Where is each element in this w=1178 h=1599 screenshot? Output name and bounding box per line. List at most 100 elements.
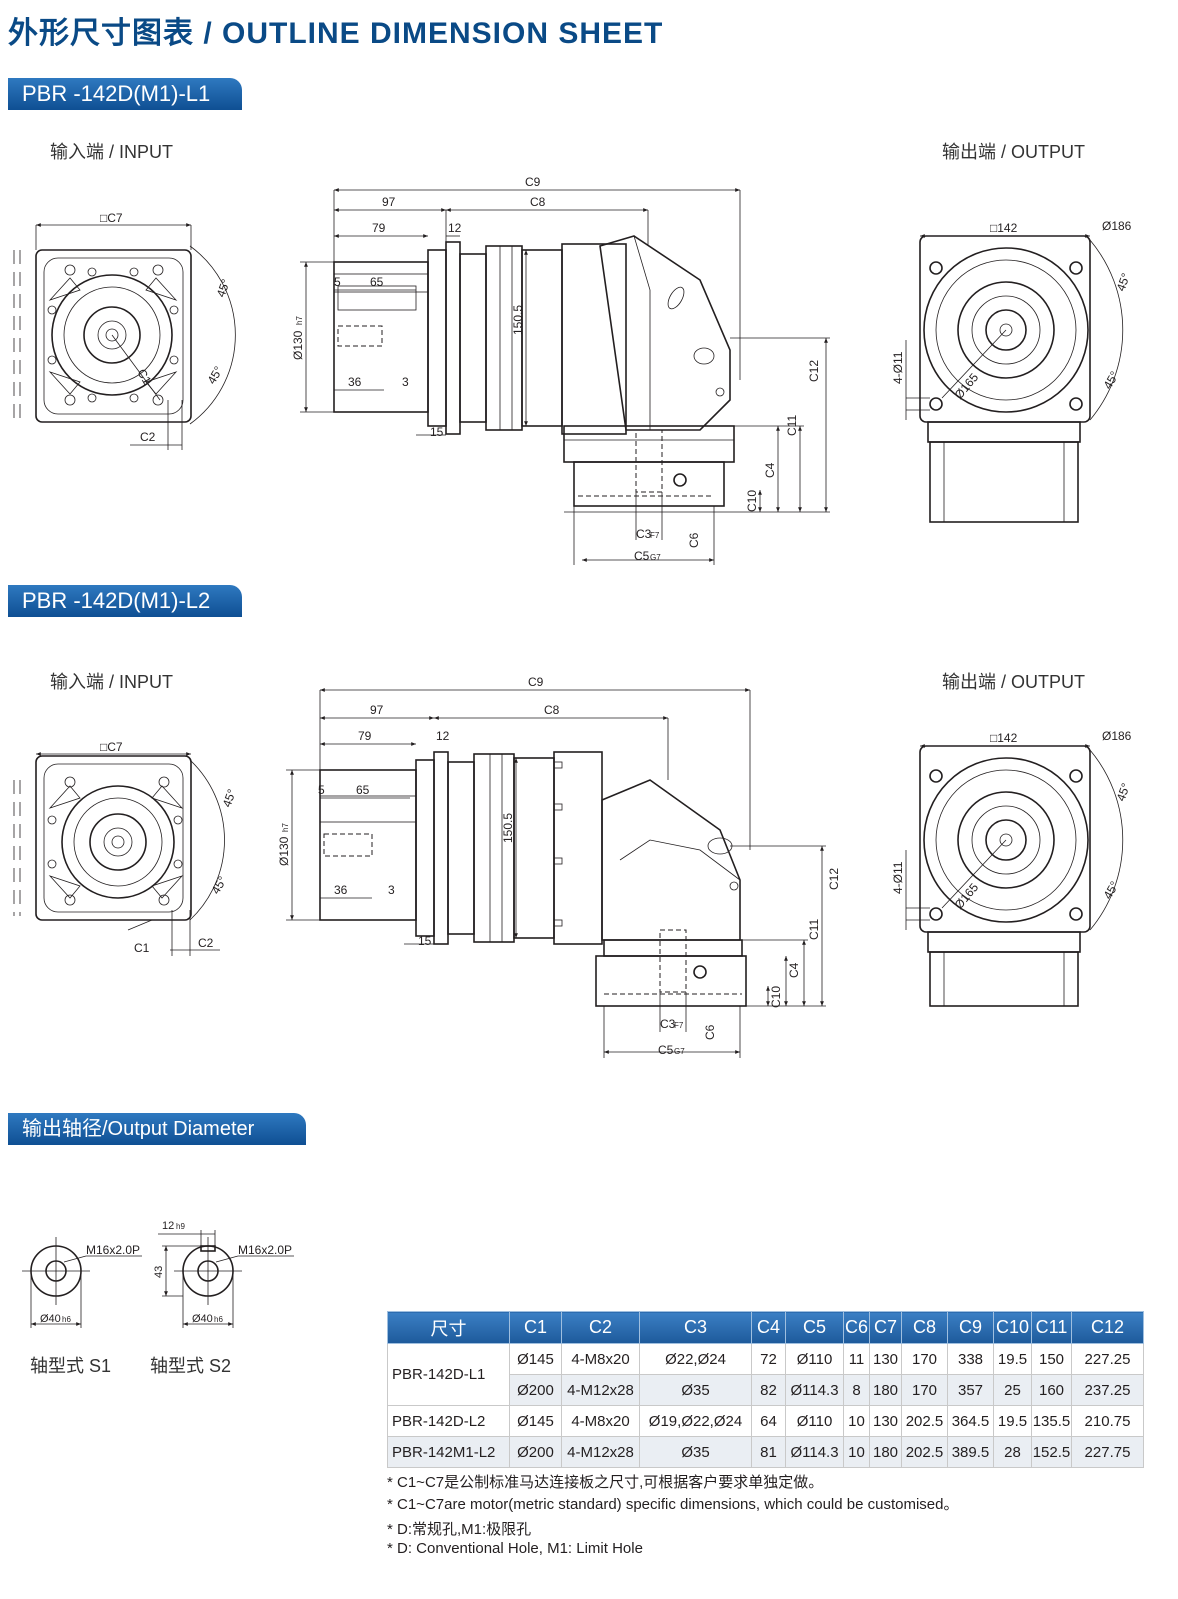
shaft-type-s2: M16x2.0P 12 h9 43 Ø40 h6 [153,1220,294,1328]
svg-text:C1: C1 [134,367,154,388]
svg-text:4-Ø11: 4-Ø11 [891,351,905,384]
table-cell: 4-M12x28 [561,1436,640,1468]
svg-text:C6: C6 [687,532,701,548]
table-cell: 11 [843,1343,870,1375]
svg-text:65: 65 [370,275,384,289]
svg-text:12: 12 [436,729,450,743]
note-line: * D:常规孔,M1:极限孔 [387,1521,532,1538]
table-cell: 10 [843,1405,870,1437]
table-header: C1 [509,1311,562,1344]
svg-text:Ø165: Ø165 [952,880,982,912]
page-title: 外形尺寸图表 / OUTLINE DIMENSION SHEET [8,17,664,50]
note-line: * D: Conventional Hole, M1: Limit Hole [387,1540,643,1557]
table-cell-model: PBR-142D-L1 [387,1343,510,1406]
svg-text:45°: 45° [220,787,239,809]
svg-text:C9: C9 [525,175,541,189]
svg-text:97: 97 [370,703,384,717]
svg-text:79: 79 [372,221,386,235]
svg-text:□C7: □C7 [100,740,123,754]
svg-text:Ø130: Ø130 [291,330,305,360]
table-cell: Ø200 [509,1374,562,1406]
table-row: PBR-142M1-L2 Ø200 4-M12x28 Ø35 81 Ø114.3… [387,1436,1144,1468]
output-caption-l2: 输出端 / OUTPUT [942,672,1085,692]
table-cell-model: PBR-142D-L2 [387,1405,510,1437]
table-cell: Ø114.3 [785,1436,844,1468]
svg-text:12: 12 [162,1220,174,1232]
svg-text:12: 12 [448,221,462,235]
table-header: C8 [901,1311,948,1344]
l2-input-view: □C7 45° 45° C1 C2 [13,740,239,956]
table-cell: 25 [993,1374,1032,1406]
svg-text:C4: C4 [787,962,801,978]
input-caption-l2: 输入端 / INPUT [50,672,174,692]
svg-text:5: 5 [334,275,341,289]
section-tab-l2: PBR -142D(M1)-L2 [8,585,242,617]
table-cell: 130 [869,1405,902,1437]
l1-output-view: □142 Ø186 45° 45° Ø165 4-Ø11 [891,219,1133,523]
svg-text:C11: C11 [807,919,821,940]
svg-text:36: 36 [348,375,362,389]
svg-text:45°: 45° [204,364,225,387]
table-cell: 364.5 [947,1405,994,1437]
svg-text:h6: h6 [62,1315,71,1324]
svg-text:C9: C9 [528,675,544,689]
svg-text:150.5: 150.5 [501,813,515,843]
table-cell: 4-M8x20 [561,1405,640,1437]
svg-text:Ø130: Ø130 [277,836,291,866]
table-cell: 4-M12x28 [561,1374,640,1406]
svg-text:15: 15 [418,934,432,948]
table-header: C4 [751,1311,786,1344]
svg-text:4-Ø11: 4-Ø11 [891,861,905,894]
svg-text:h7: h7 [281,823,290,832]
table-cell: 227.25 [1071,1343,1144,1375]
table-header: C10 [993,1311,1032,1344]
svg-text:C6: C6 [703,1024,717,1040]
table-cell: 28 [993,1436,1032,1468]
svg-text:3: 3 [402,375,409,389]
svg-text:C10: C10 [769,986,783,1008]
table-cell-model: PBR-142M1-L2 [387,1436,510,1468]
svg-text:h6: h6 [214,1315,223,1324]
table-cell: 202.5 [901,1405,948,1437]
table-cell: 227.75 [1071,1436,1144,1468]
table-header: C6 [843,1311,870,1344]
section-tab-shaft: 输出轴径/Output Diameter [8,1113,306,1145]
svg-text:M16x2.0P: M16x2.0P [86,1243,140,1257]
table-cell: 135.5 [1031,1405,1072,1437]
table-cell: 19.5 [993,1343,1032,1375]
svg-text:F7: F7 [650,531,660,540]
table-cell: 72 [751,1343,786,1375]
svg-text:15: 15 [430,425,444,439]
svg-text:45°: 45° [1114,781,1133,803]
svg-text:G7: G7 [674,1047,685,1056]
table-cell: Ø110 [785,1405,844,1437]
table-cell: 130 [869,1343,902,1375]
svg-text:□142: □142 [990,731,1018,745]
table-cell: 81 [751,1436,786,1468]
shaft-type-s1: M16x2.0P Ø40 h6 [22,1237,142,1328]
table-cell: 170 [901,1374,948,1406]
svg-text:C12: C12 [827,868,841,890]
svg-text:C4: C4 [763,462,777,478]
table-header: C11 [1031,1311,1072,1344]
table-cell: 210.75 [1071,1405,1144,1437]
shaft-s1-caption: 轴型式 S1 [30,1356,112,1376]
svg-text:C3: C3 [660,1017,676,1031]
table-header-row: 尺寸 C1 C2 C3 C4 C5 C6 C7 C8 C9 C10 C11 C1… [387,1311,1144,1344]
table-cell: 202.5 [901,1436,948,1468]
table-cell: Ø35 [639,1436,752,1468]
svg-text:45°: 45° [214,277,233,299]
svg-text:Ø165: Ø165 [952,370,982,402]
table-cell: 4-M8x20 [561,1343,640,1375]
table-header: C9 [947,1311,994,1344]
svg-text:79: 79 [358,729,372,743]
table-row: PBR-142D-L1 Ø145 4-M8x20 Ø22,Ø24 72 Ø110… [387,1343,1144,1406]
svg-text:45°: 45° [1100,879,1121,902]
table-cell: 10 [843,1436,870,1468]
table-cell: 19.5 [993,1405,1032,1437]
table-cell: 357 [947,1374,994,1406]
svg-text:45°: 45° [1100,369,1121,392]
svg-text:C1: C1 [134,941,150,955]
svg-text:C5: C5 [658,1043,674,1057]
note-line: * C1~C7are motor(metric standard) specif… [387,1496,959,1513]
